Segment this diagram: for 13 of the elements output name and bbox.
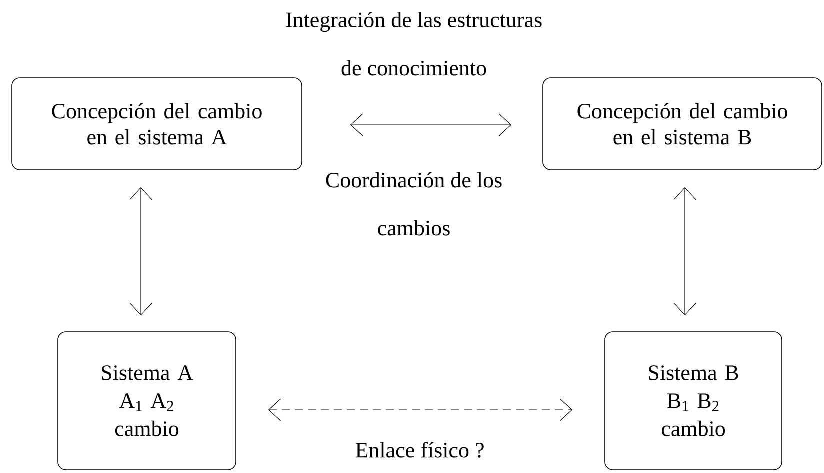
double-arrow	[350, 114, 512, 136]
caption-text: Coordinación de los	[326, 172, 502, 188]
edge-label: Enlace físico ?	[354, 441, 486, 459]
double-arrow	[268, 398, 573, 422]
caption-text: Integración de las estructuras	[286, 12, 542, 32]
system-box: Sistema B B$_{1}$ B$_{2}$ cambio	[604, 332, 782, 470]
concept-box: Concepción del cambio en el sistema A	[12, 78, 302, 170]
caption-text: de conocimiento	[342, 60, 486, 76]
double-arrow	[674, 187, 696, 316]
concept-box: Concepción del cambio en el sistema B	[542, 78, 822, 170]
double-arrow	[130, 187, 152, 316]
system-box: Sistema A A$_{1}$ A$_{2}$ cambio	[58, 332, 236, 470]
caption-text: cambios	[378, 220, 450, 236]
